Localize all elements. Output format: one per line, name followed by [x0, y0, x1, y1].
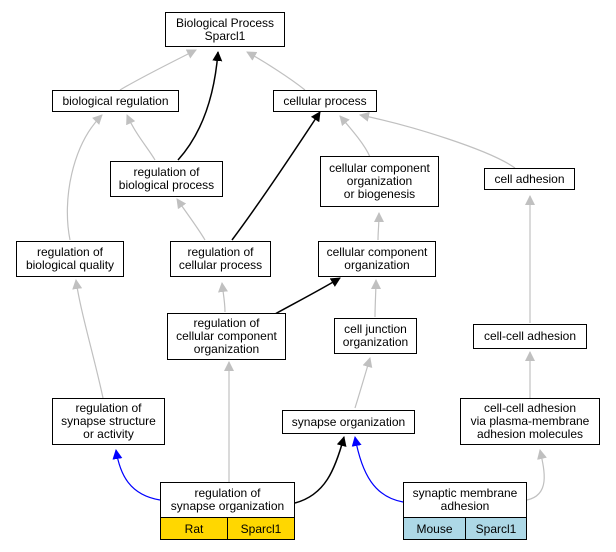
node-synaptic-membrane-adhesion[interactable]: synaptic membrane adhesion	[403, 482, 527, 518]
edge-regsynorg-regsynstruct-rat	[112, 449, 161, 501]
edge-synmemadh-ccpm	[526, 449, 547, 501]
edge-celladh-cellproc	[359, 111, 516, 169]
node-cellular-process[interactable]: cellular process	[273, 90, 377, 112]
species-tag-rat: Rat	[160, 517, 228, 540]
edge-regcellproc-cellproc	[231, 111, 321, 241]
edge-cco-ccob	[373, 212, 384, 241]
node-regulation-of-synapse-organization[interactable]: regulation of synapse organization	[160, 482, 295, 518]
edge-cellproc-root	[246, 51, 306, 91]
gene-tag-mouse-sparcl1: Sparcl1	[465, 517, 527, 540]
node-cell-junction-organization[interactable]: cell junction organization	[334, 318, 417, 354]
node-regulation-of-synapse-structure-or-activity[interactable]: regulation of synapse structure or activ…	[52, 398, 165, 445]
edge-regbioproc-bioreg	[126, 114, 156, 161]
edge-regbioqual-bioreg	[66, 114, 103, 241]
edge-ccob-cellproc	[339, 115, 371, 158]
edge-synmemadh-synorg-mouse	[351, 436, 404, 503]
edge-regccorg-regcellproc	[218, 282, 228, 313]
node-regulation-of-biological-process[interactable]: regulation of biological process	[110, 161, 223, 197]
edge-synorg-cjo	[354, 357, 373, 409]
node-cellular-component-organization-or-biogenesis[interactable]: cellular component organization or bioge…	[320, 156, 439, 207]
edge-cjo-cco	[370, 279, 381, 318]
edge-regbioproc-root	[177, 51, 223, 161]
node-cell-cell-adhesion-via-plasma-membrane-adhesion-molecules[interactable]: cell-cell adhesion via plasma-membrane a…	[460, 398, 600, 445]
node-biological-regulation[interactable]: biological regulation	[52, 90, 179, 112]
edge-regsynorg-synorg	[294, 436, 347, 504]
edge-regcellproc-regbioproc	[176, 198, 206, 241]
edge-regccorg-cco	[274, 277, 341, 315]
node-cell-adhesion[interactable]: cell adhesion	[484, 168, 575, 190]
node-biological-process-sparcl1[interactable]: Biological Process Sparcl1	[165, 12, 285, 47]
species-tag-mouse: Mouse	[403, 517, 466, 540]
node-synapse-organization[interactable]: synapse organization	[282, 410, 415, 434]
node-cell-cell-adhesion[interactable]: cell-cell adhesion	[473, 324, 587, 349]
node-regulation-of-cellular-component-organization[interactable]: regulation of cellular component organiz…	[167, 313, 286, 360]
gene-tag-rat-sparcl1: Sparcl1	[227, 517, 295, 540]
node-regulation-of-cellular-process[interactable]: regulation of cellular process	[170, 241, 271, 277]
edge-regsynstruct-regbioqual	[72, 279, 104, 399]
node-cellular-component-organization[interactable]: cellular component organization	[318, 241, 436, 277]
node-regulation-of-biological-quality[interactable]: regulation of biological quality	[16, 241, 124, 277]
edge-bioreg-root	[119, 49, 197, 91]
